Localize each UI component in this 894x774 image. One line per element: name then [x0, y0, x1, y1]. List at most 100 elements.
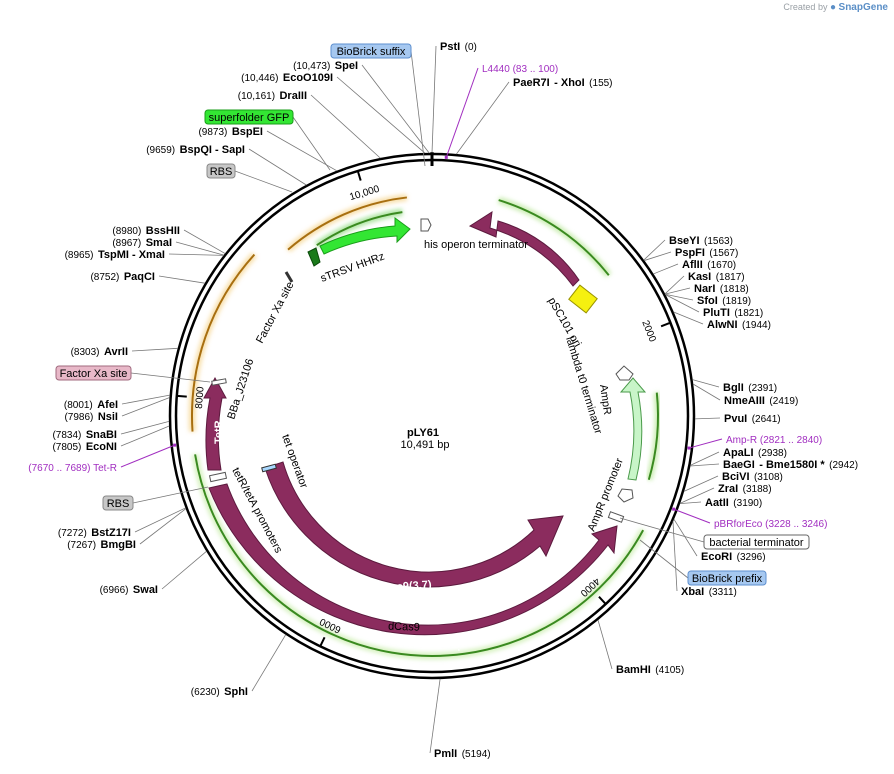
site-bsshii[interactable]: (8980) BssHII	[112, 221, 180, 238]
site-bseyi[interactable]: BseYI (1563)	[669, 231, 733, 248]
primer-pbrforeco[interactable]: pBRforEco (3228 .. 3246)	[714, 519, 827, 530]
box-biobrick-suffix[interactable]	[330, 43, 412, 59]
box-biobrick-prefix[interactable]	[687, 570, 767, 586]
ampr-feature[interactable]	[619, 377, 647, 481]
site-leader	[431, 45, 437, 154]
bba-j23106-feature[interactable]	[211, 378, 227, 386]
site-leader	[310, 94, 381, 159]
site-zrai[interactable]: ZraI (3188)	[718, 479, 772, 496]
site-apali[interactable]: ApaLI (2938)	[723, 443, 787, 460]
box-factor-xa-site[interactable]	[55, 365, 132, 381]
site-swai[interactable]: (6966) SwaI	[100, 580, 158, 597]
site-leader	[694, 417, 721, 420]
site-ecori[interactable]: EcoRI (3296)	[701, 547, 766, 564]
site-alwni[interactable]: AlwNI (1944)	[707, 315, 771, 332]
dxcas9-feature[interactable]	[264, 461, 564, 588]
site-leader	[664, 287, 691, 295]
site-bspei[interactable]: (9873) BspEI	[198, 122, 263, 139]
site-nari[interactable]: NarI (1818)	[694, 279, 749, 296]
site-smai[interactable]: (8967) SmaI	[112, 233, 172, 250]
tick-2000	[660, 321, 671, 328]
dcas9-feature[interactable]	[208, 483, 618, 636]
site-leader	[644, 251, 672, 261]
factor-xa-inner-label: Factor Xa site	[254, 280, 296, 346]
box-bacterial-terminator[interactable]	[703, 534, 810, 550]
site-sfoi[interactable]: SfoI (1819)	[697, 291, 751, 308]
site-aatii[interactable]: AatII (3190)	[705, 493, 762, 510]
box-leader	[132, 486, 209, 504]
box-rbs[interactable]	[206, 163, 236, 179]
box-label: superfolder GFP	[209, 112, 290, 124]
strsv-hhrz-feature[interactable]	[307, 247, 321, 267]
site-leader	[690, 451, 720, 466]
site-nmeaiii[interactable]: NmeAIII (2419)	[724, 391, 798, 408]
box-rbs[interactable]	[102, 495, 134, 511]
primer-mark	[444, 155, 448, 159]
primer-amp-r[interactable]: Amp-R (2821 .. 2840)	[726, 435, 822, 446]
his-operon-terminator-feature[interactable]	[420, 218, 432, 232]
lambda-t0-terminator-feature[interactable]	[615, 365, 634, 381]
tick-label: 2000	[639, 319, 658, 344]
site-leader	[121, 397, 170, 417]
primer-l4440[interactable]: L4440 (83 .. 100)	[482, 64, 558, 75]
box-superfolder-gfp[interactable]	[204, 109, 294, 125]
site-bgli[interactable]: BglI (2391)	[723, 378, 777, 395]
site-paer7i[interactable]: PaeR7I - XhoI (155)	[513, 73, 613, 90]
site-spei[interactable]: (10,473) SpeI	[293, 56, 358, 73]
tetr-feature[interactable]	[203, 376, 227, 471]
credit-prefix: Created by	[783, 2, 828, 12]
primer-mark	[173, 443, 177, 447]
site-tspmi[interactable]: (8965) TspMI - XmaI	[65, 245, 165, 262]
psc101-ori-feature[interactable]	[568, 284, 598, 314]
site-baegi[interactable]: BaeGI - Bme1580I * (2942)	[723, 455, 858, 472]
rep101-feature[interactable]	[468, 211, 580, 287]
factor-xa-feature[interactable]	[284, 271, 294, 283]
site-pspfi[interactable]: PspFI (1567)	[675, 243, 738, 260]
box-label: Factor Xa site	[60, 368, 128, 380]
site-leader	[456, 81, 510, 155]
box-leader	[234, 170, 293, 193]
site-pluti[interactable]: PluTI (1821)	[703, 303, 763, 320]
box-leader	[619, 517, 705, 543]
site-bmgbi[interactable]: (7267) BmgBI	[67, 535, 136, 552]
site-bcivi[interactable]: BciVI (3108)	[722, 467, 783, 484]
site-leader	[134, 507, 186, 533]
ampr-promoter-feature[interactable]	[617, 488, 634, 503]
site-leader	[665, 293, 694, 301]
site-bamhi[interactable]: BamHI (4105)	[616, 660, 684, 677]
tet-operator-feature[interactable]	[261, 463, 277, 473]
site-ecoo109i[interactable]: (10,446) EcoO109I	[241, 68, 333, 85]
site-psti[interactable]: PstI (0)	[440, 37, 477, 54]
backbone-inner	[174, 158, 690, 674]
bacterial-terminator-feature[interactable]	[607, 511, 625, 523]
sfgfp-feature[interactable]	[319, 217, 411, 255]
site-aflii[interactable]: AflII (1670)	[682, 255, 736, 272]
site-leader	[266, 130, 338, 172]
site-econi[interactable]: (7805) EcoNI	[52, 437, 117, 454]
site-pmli[interactable]: PmlI (5194)	[434, 744, 491, 761]
site-snabi[interactable]: (7834) SnaBI	[52, 425, 117, 442]
sfgfp-band	[287, 196, 408, 251]
dxcas9-label: dxCas9(3.7)	[370, 579, 433, 595]
site-leader	[175, 241, 225, 256]
site-paqci[interactable]: (8752) PaqCI	[90, 267, 155, 284]
site-bspqi[interactable]: (9659) BspQI - SapI	[146, 140, 245, 157]
site-leader	[664, 275, 685, 295]
snapgene-logo-icon: ●	[829, 2, 837, 13]
site-sphi[interactable]: (6230) SphI	[191, 682, 248, 699]
site-avrii[interactable]: (8303) AvrII	[71, 342, 128, 359]
site-nsii[interactable]: (7986) NsiI	[64, 407, 118, 424]
primer-leader	[688, 438, 723, 449]
tetr-teta-promoters-feature[interactable]	[208, 471, 228, 483]
site-xbai[interactable]: XbaI (3311)	[681, 582, 737, 599]
site-layer: PstI (0) PaeR7I - XhoI (155) (10,473) SpeI…	[52, 37, 858, 761]
site-draiii[interactable]: (10,161) DraIII	[238, 86, 307, 103]
site-kasi[interactable]: KasI (1817)	[688, 267, 745, 284]
box-label: RBS	[210, 166, 233, 178]
site-pvui[interactable]: PvuI (2641)	[724, 409, 781, 426]
tetr-label: TetR	[213, 420, 225, 444]
site-bstz17i[interactable]: (7272) BstZ17I	[58, 523, 131, 540]
plasmid-size: 10,491 bp	[401, 439, 450, 451]
primer-tet-r[interactable]: (7670 .. 7689) Tet-R	[28, 463, 117, 474]
site-afei[interactable]: (8001) AfeI	[64, 395, 118, 412]
